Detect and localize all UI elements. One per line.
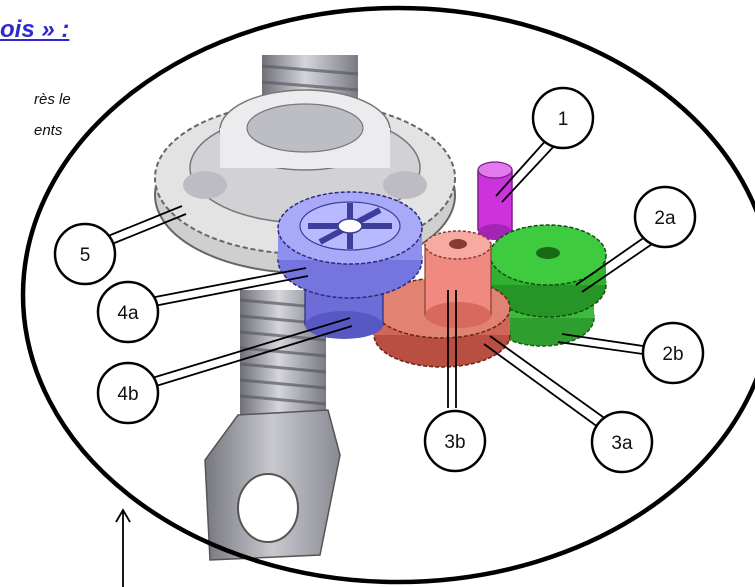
callout-label-4b: 4b xyxy=(117,384,138,405)
callout-1: 1 xyxy=(531,86,595,150)
callout-5: 5 xyxy=(53,222,117,286)
callout-label-2a: 2a xyxy=(654,208,676,229)
callout-2a: 2a xyxy=(633,185,697,249)
pinion-1 xyxy=(477,161,513,240)
side-text-line-1: rès le xyxy=(34,91,71,108)
callout-2b: 2b xyxy=(641,321,705,385)
callout-label-3a: 3a xyxy=(611,433,633,454)
callout-label-3b: 3b xyxy=(444,432,465,453)
callout-label-2b: 2b xyxy=(662,344,683,365)
enclosing-ellipse xyxy=(20,5,755,585)
gear-2a xyxy=(489,224,607,318)
callout-label-1: 1 xyxy=(558,109,569,130)
gear-3b xyxy=(424,230,492,328)
side-text-line-2: ents xyxy=(34,122,63,139)
section-heading: ois » : xyxy=(0,16,70,43)
callout-3b: 3b xyxy=(423,409,487,473)
callout-4a: 4a xyxy=(96,280,160,344)
leader-lines xyxy=(107,137,659,431)
screw-eye-end xyxy=(204,409,341,561)
callout-3a: 3a xyxy=(590,410,654,474)
pointer-arrow xyxy=(115,508,131,587)
callout-4b: 4b xyxy=(96,361,160,425)
callout-label-4a: 4a xyxy=(117,303,139,324)
callout-label-5: 5 xyxy=(80,245,91,266)
gear-4a xyxy=(277,191,423,299)
